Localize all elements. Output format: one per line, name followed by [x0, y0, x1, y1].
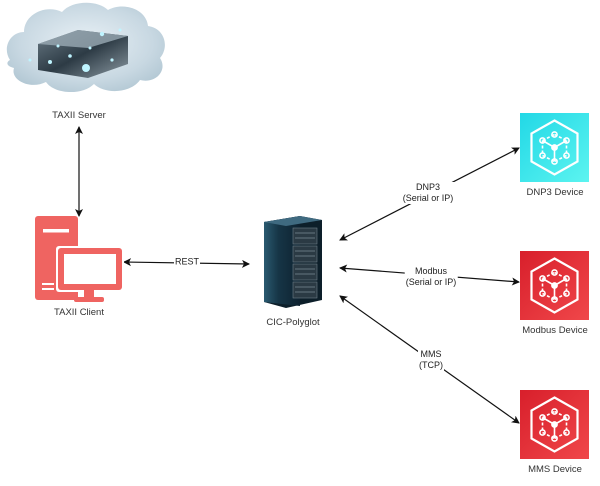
cic-polyglot-label: CIC-Polyglot	[266, 317, 320, 328]
edge-label-mms-transport: (TCP)	[419, 360, 443, 370]
modbus-device-label: Modbus Device	[522, 325, 588, 336]
cloud-server-icon[interactable]	[6, 2, 165, 93]
dnp3-device-label: DNP3 Device	[526, 187, 584, 198]
mms-device-label: MMS Device	[528, 464, 582, 475]
edge-label-modbus-protocol: Modbus	[414, 266, 448, 276]
edge-label-mms-protocol: MMS	[420, 349, 442, 359]
edge-label-dnp3: DNP3 (Serial or IP)	[401, 182, 455, 204]
edge-label-rest: REST	[173, 256, 201, 268]
desktop-computer-icon[interactable]	[35, 216, 124, 302]
taxii-client-label: TAXII Client	[54, 307, 104, 318]
edge-label-mms: MMS (TCP)	[418, 349, 444, 371]
edge-label-dnp3-transport: (Serial or IP)	[402, 193, 454, 203]
dnp3-device-icon[interactable]	[520, 113, 589, 182]
server-rack-icon[interactable]	[264, 216, 322, 308]
taxii-server-label: TAXII Server	[50, 110, 108, 121]
edge-label-modbus-transport: (Serial or IP)	[405, 277, 457, 287]
edge-label-dnp3-protocol: DNP3	[415, 182, 441, 192]
edge-label-modbus: Modbus (Serial or IP)	[404, 266, 458, 288]
mms-device-icon[interactable]	[520, 390, 589, 459]
modbus-device-icon[interactable]	[520, 251, 589, 320]
